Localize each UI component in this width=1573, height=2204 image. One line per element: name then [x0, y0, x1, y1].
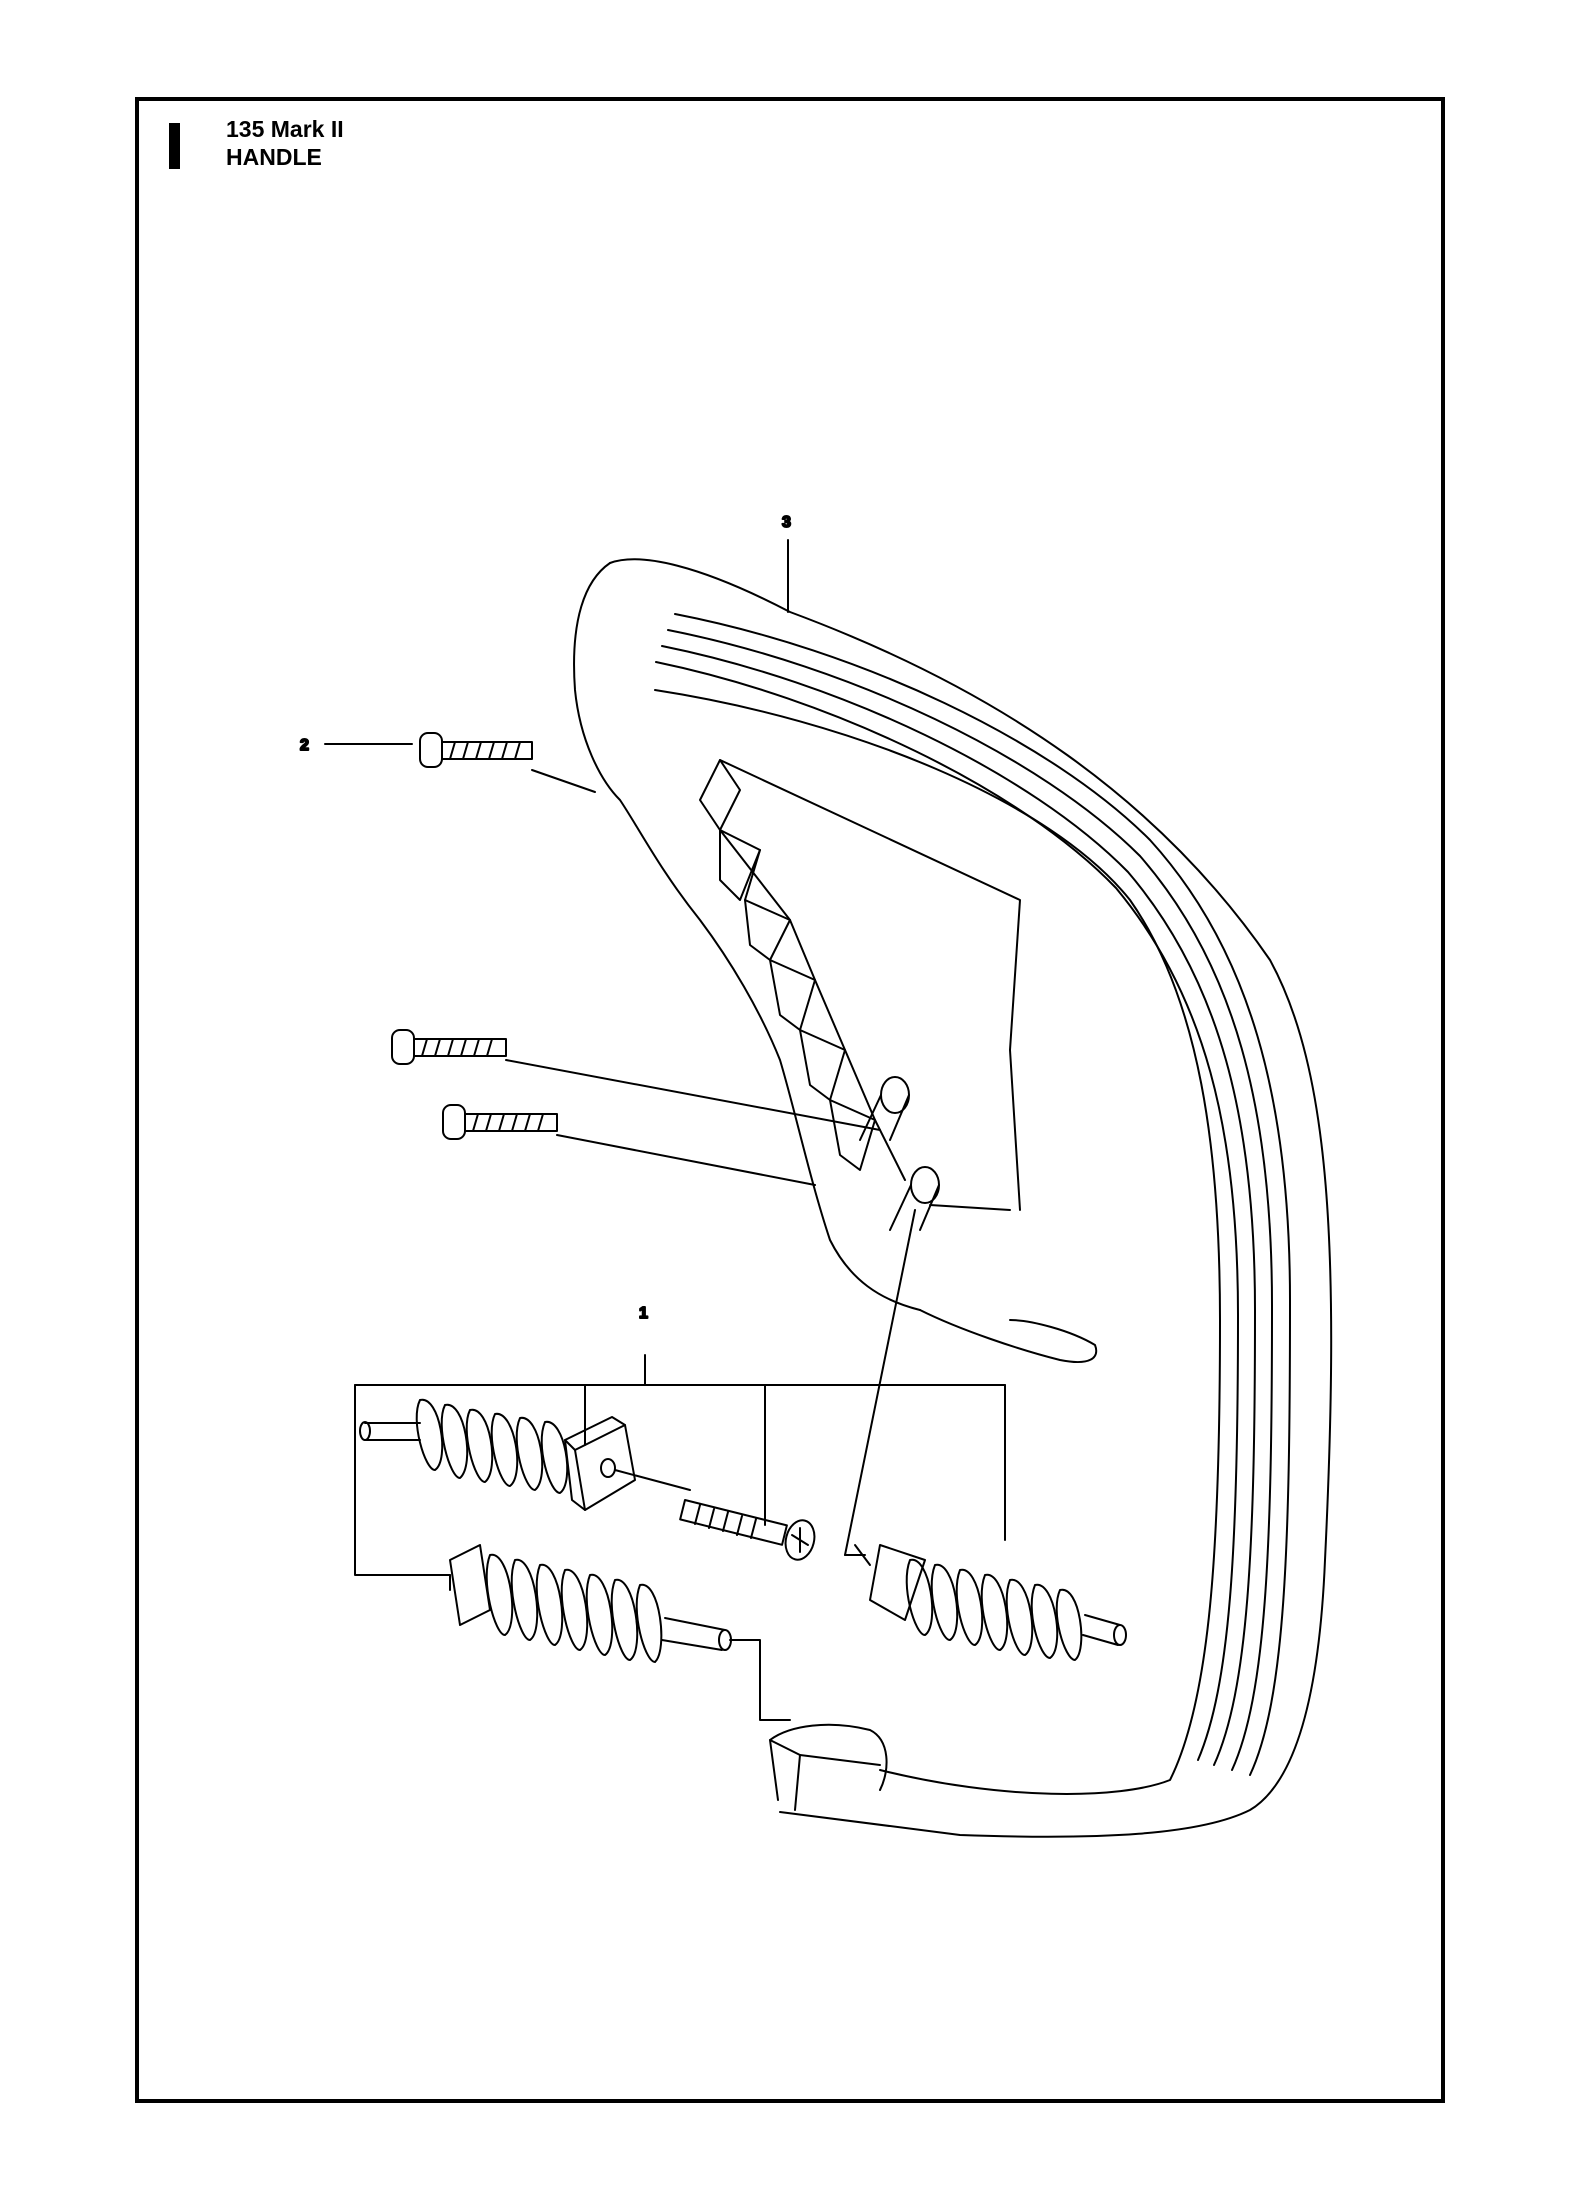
section-title: HANDLE	[226, 144, 322, 170]
spring-right	[905, 1558, 1083, 1661]
model-title: 135 Mark II	[226, 116, 344, 142]
kit-screw	[679, 1499, 816, 1561]
page-frame: 135 Mark II HANDLE	[135, 97, 1445, 2103]
callout-label-2: 2	[300, 737, 309, 754]
screw-part-2	[324, 732, 596, 793]
title-block: 135 Mark II HANDLE	[226, 115, 344, 171]
screw-middle	[391, 1029, 881, 1131]
callout-label-1: 1	[639, 1305, 648, 1322]
front-handle-part	[573, 558, 1333, 1838]
section-marker-bar	[169, 123, 180, 169]
spring-top-left	[415, 1398, 569, 1494]
spring-bottom-left	[485, 1553, 663, 1663]
anti-vibration-kit-part-1	[354, 1209, 1127, 1721]
callout-label-3: 3	[782, 514, 791, 531]
screw-lower	[442, 1104, 1011, 1211]
